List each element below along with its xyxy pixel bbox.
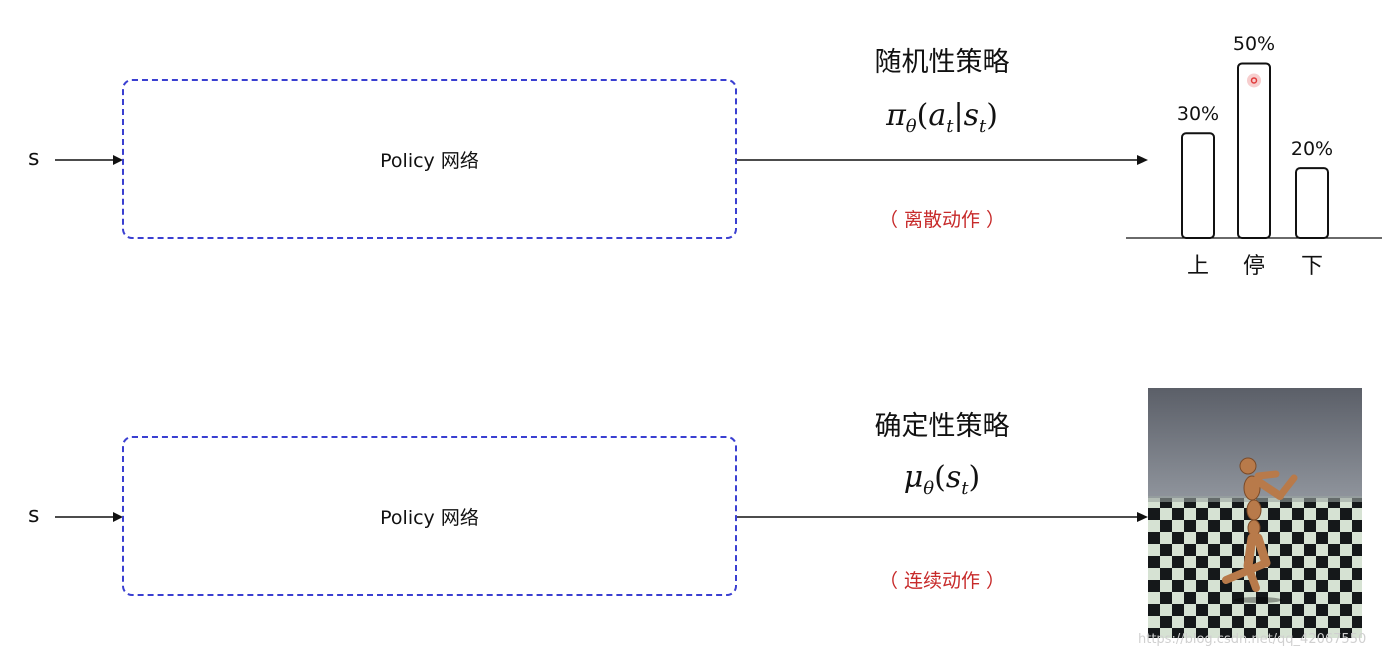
policy-network-box-1: Policy 网络 [122, 79, 737, 239]
policy-network-label-2: Policy 网络 [380, 506, 479, 529]
input-arrow-2 [55, 512, 123, 522]
watermark: https://blog.csdn.net/qq_42067550 [1138, 632, 1367, 647]
continuous-action-note: （ 连续动作 ） [878, 570, 1006, 592]
bar-category-label-1: 停 [1242, 254, 1265, 279]
bar-category-label-0: 上 [1186, 254, 1209, 279]
policy-network-label-1: Policy 网络 [380, 149, 479, 172]
state-input-label-2: s [28, 503, 40, 528]
bar-value-label-0: 30% [1176, 103, 1220, 126]
output-arrow-2 [737, 512, 1148, 522]
bar-1 [1237, 62, 1271, 239]
humanoid-figure [1222, 457, 1298, 592]
bar-category-label-2: 下 [1300, 254, 1323, 279]
state-input-label-1: s [28, 146, 40, 171]
deterministic-policy-title: 确定性策略 [874, 411, 1010, 442]
bar-0 [1181, 132, 1215, 239]
deterministic-policy-formula: μθ(st) [903, 460, 981, 499]
discrete-action-note: （ 离散动作 ） [878, 209, 1006, 231]
stochastic-policy-title: 随机性策略 [874, 47, 1010, 78]
humanoid-robot-image [1148, 388, 1362, 638]
policy-network-box-2: Policy 网络 [122, 436, 737, 596]
cursor-dot [1250, 77, 1258, 84]
bar-2 [1295, 167, 1329, 240]
stochastic-policy-formula: πθ(at|st) [886, 98, 998, 137]
action-probability-chart [1126, 62, 1382, 240]
bar-value-label-2: 20% [1290, 138, 1334, 161]
cursor-highlight [1247, 73, 1261, 88]
output-arrow-1 [737, 155, 1148, 165]
bar-value-label-1: 50% [1232, 33, 1276, 56]
input-arrow-1 [55, 155, 123, 165]
